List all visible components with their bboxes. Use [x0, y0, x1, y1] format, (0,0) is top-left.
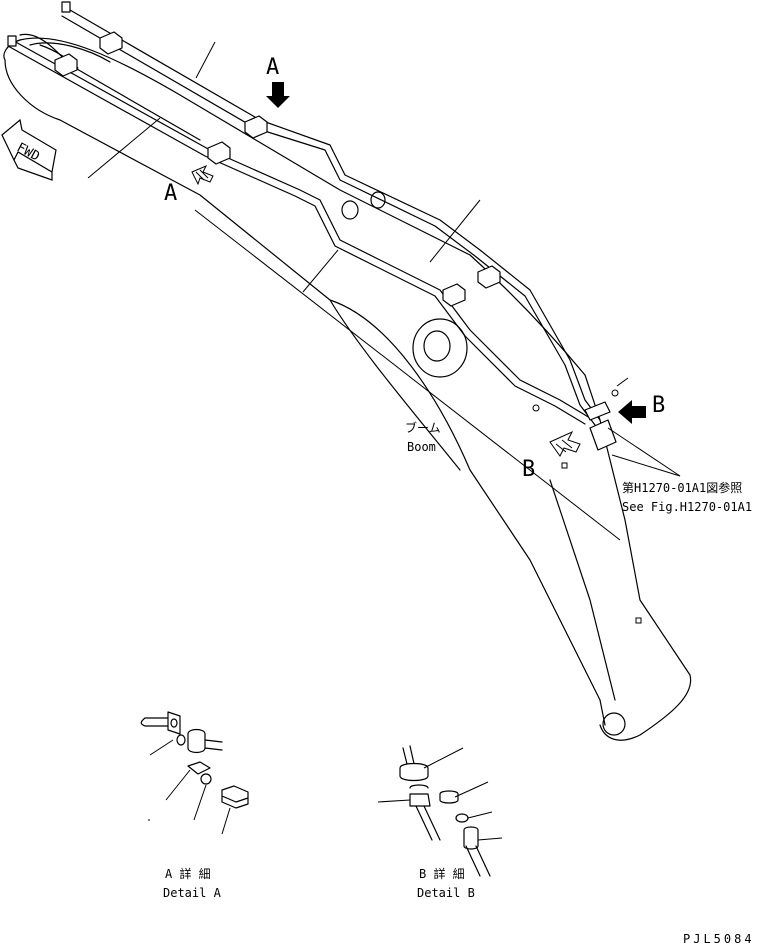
hatched-arrow-icon: [549, 430, 581, 457]
hatched-arrow-icon: [191, 165, 214, 186]
leader-lines: [87, 41, 681, 541]
boom-label-en: Boom: [407, 440, 436, 454]
figure-ref-jp: 第H1270-01A1図参照: [622, 480, 742, 495]
drawing-number: PJL5084: [683, 932, 755, 946]
detail-a-title-jp: A 詳 細: [165, 866, 211, 881]
arrow-left-icon: [618, 400, 646, 424]
line-clamps: [7, 1, 619, 451]
boom-leader: [194, 209, 621, 541]
hydraulic-lines: [7, 9, 601, 426]
view-b-label-right: B: [652, 393, 665, 418]
detail-a-drawing: [140, 711, 249, 835]
detail-a-title-en: Detail A: [163, 886, 222, 900]
detail-b-drawing: [377, 745, 503, 877]
view-b-label-left: B: [522, 457, 535, 482]
figure-ref-en: See Fig.H1270-01A1: [622, 500, 752, 514]
detail-b-title-en: Detail B: [417, 886, 475, 900]
boom-outline: [3, 37, 692, 741]
fwd-arrow-icon: FWD: [1, 118, 57, 181]
view-a-label-side: A: [164, 181, 177, 206]
arrow-down-icon: [266, 82, 290, 108]
detail-b-title-jp: B 詳 細: [419, 866, 465, 881]
view-a-label-top: A: [266, 55, 279, 80]
boom-label-jp: ブーム: [405, 420, 441, 435]
